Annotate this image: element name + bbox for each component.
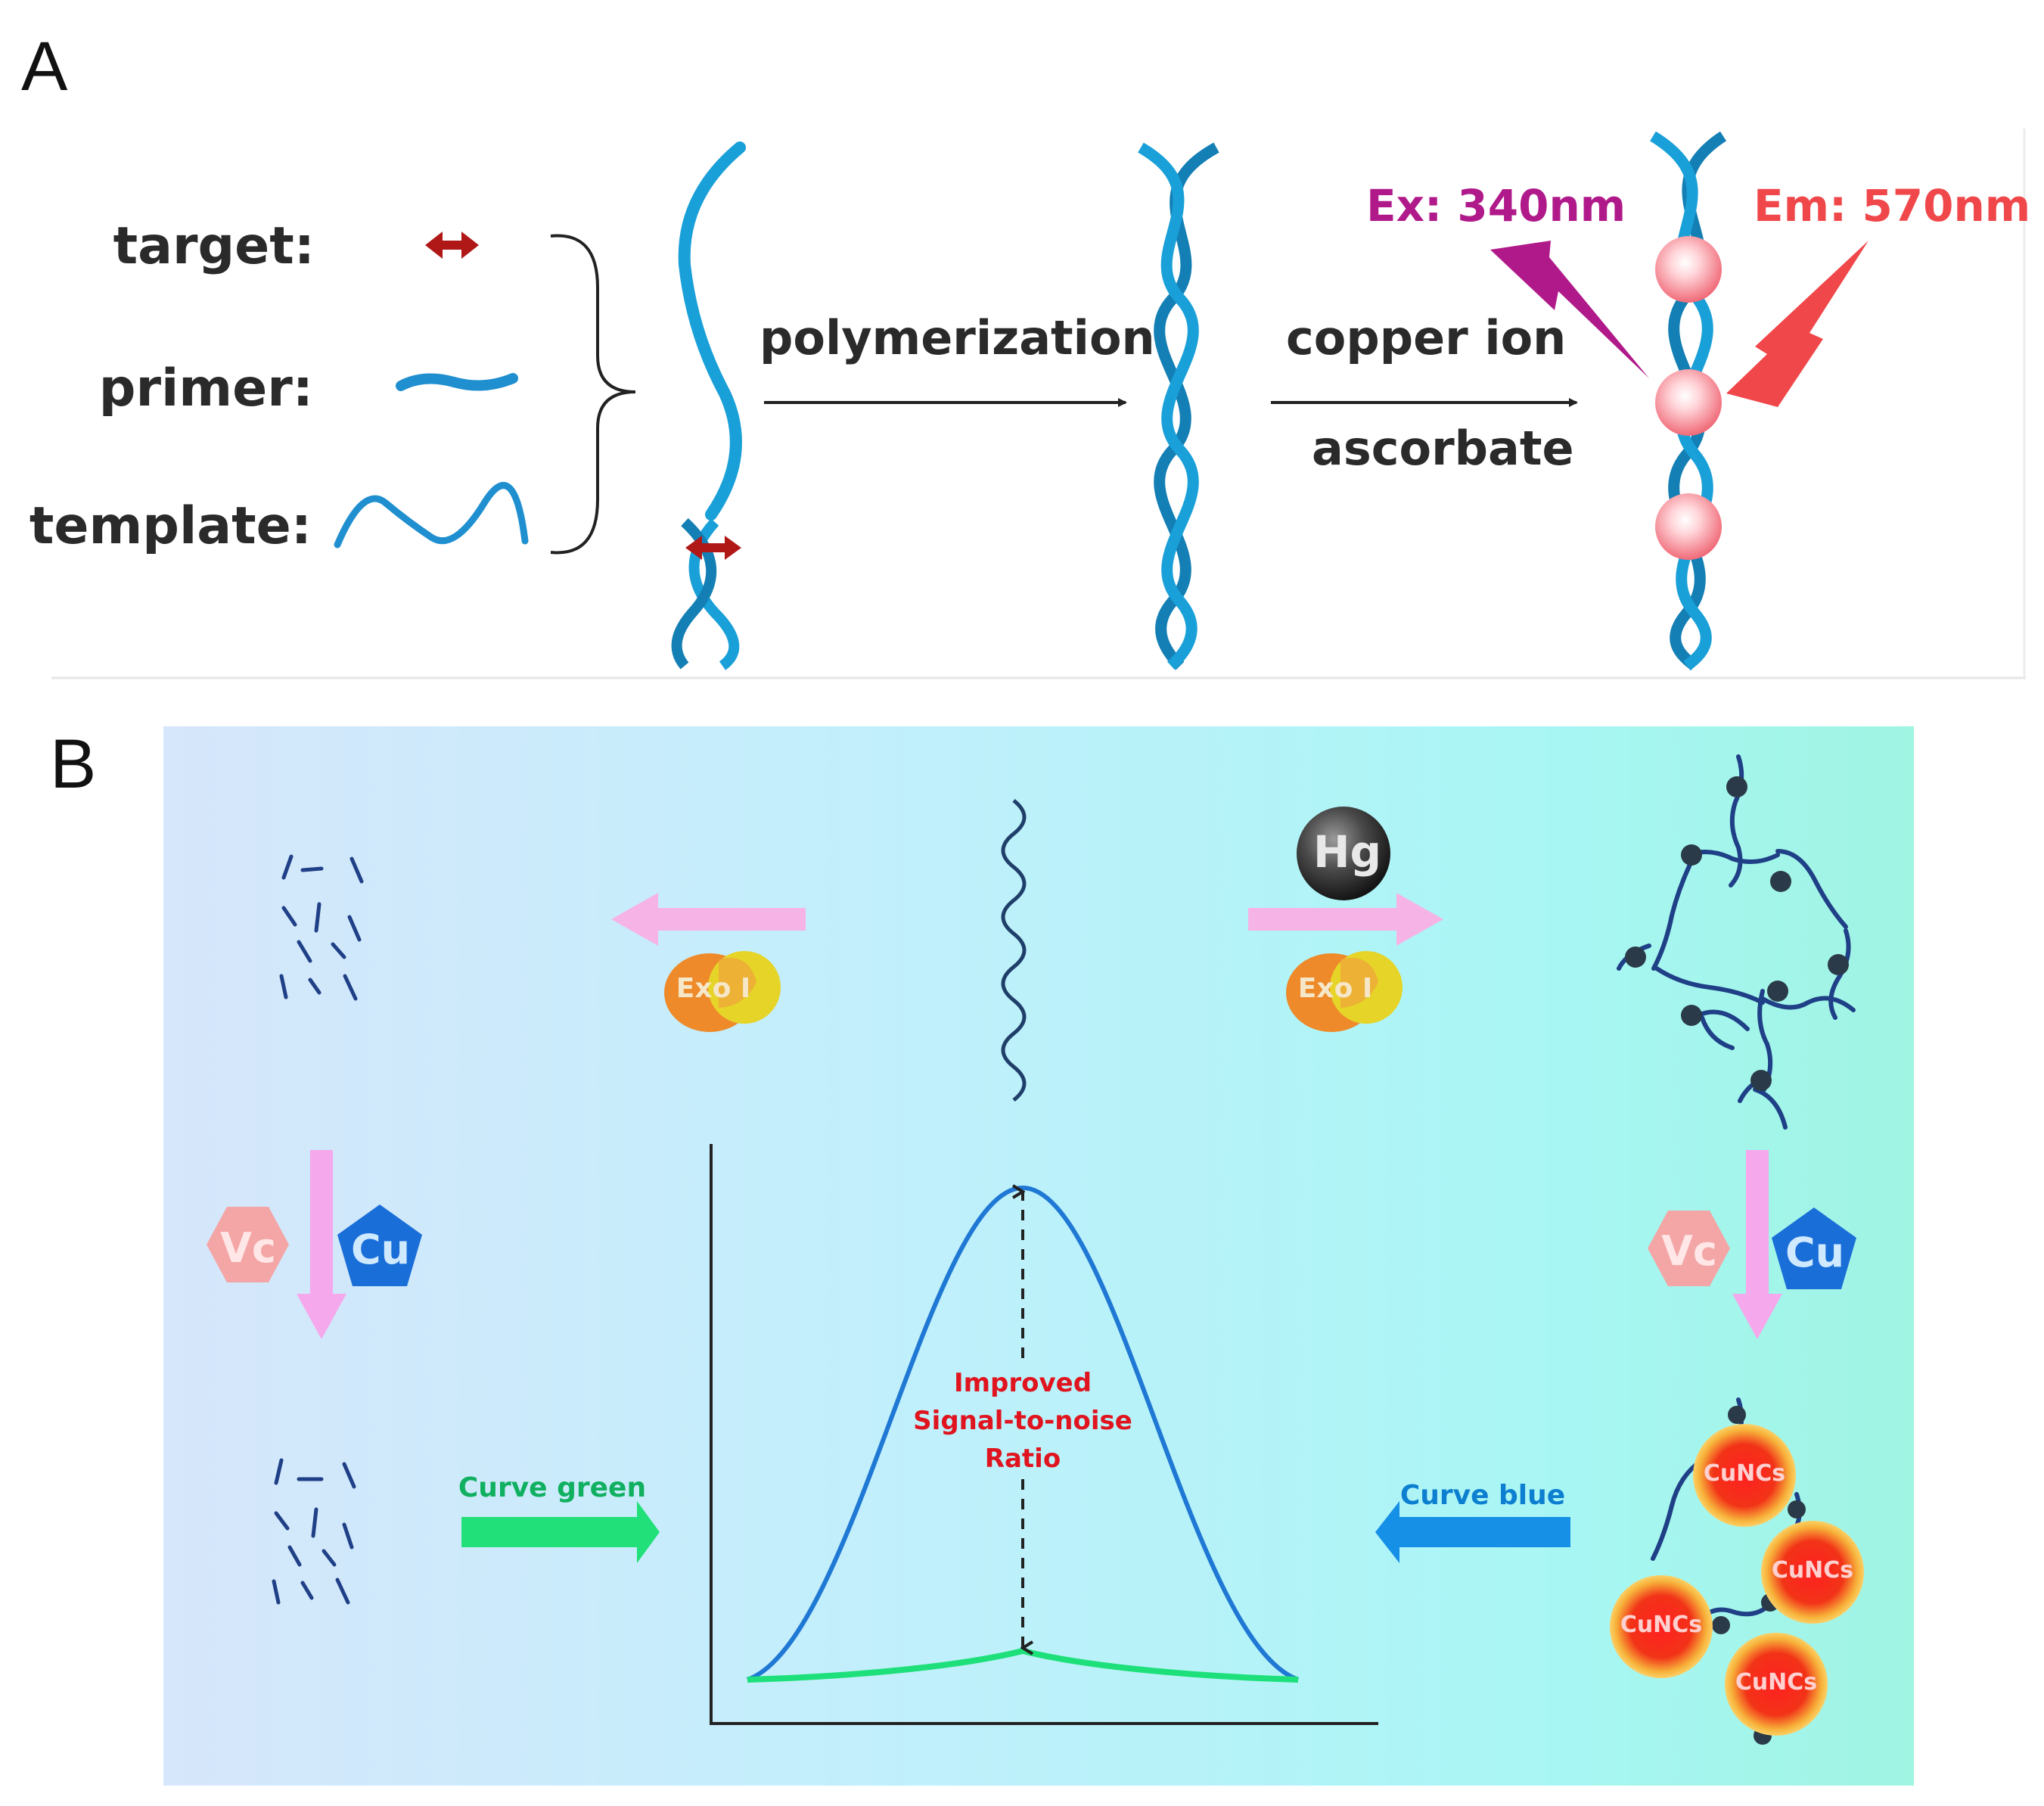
copper-cu-icon [337, 1205, 422, 1286]
copper-cu-icon [1772, 1208, 1856, 1289]
dna-fragments-top-icon [279, 854, 364, 1001]
ascorbate-vc-icon [207, 1207, 289, 1282]
excitation-bolt-icon [1490, 241, 1649, 378]
digestion-arrow-left [611, 893, 806, 946]
reduction-arrow-right [1732, 1150, 1782, 1339]
cuncs-cluster-icon [1693, 1424, 1796, 1527]
primer-template-helix [671, 141, 746, 670]
cuncs-cluster-icon [1761, 1521, 1864, 1624]
target-on-helix-icon [685, 536, 741, 560]
dna-fragments-bottom-icon [272, 1458, 356, 1605]
target-icon [425, 232, 479, 259]
curve-green-arrow [461, 1501, 660, 1563]
excitation-label: Ex: 340nm [1366, 180, 1626, 232]
ascorbate-vc-icon [1648, 1211, 1730, 1286]
exonuclease-left-label: Exo I [676, 973, 751, 1004]
snr-label-line-3: Ratio [984, 1444, 1061, 1474]
target-label: target: [113, 216, 315, 276]
snr-label-line-2: Signal-to-noise [913, 1406, 1132, 1436]
template-icon [334, 482, 529, 549]
exonuclease-right-label: Exo I [1297, 973, 1373, 1004]
cuncs-cluster-icon [1610, 1575, 1713, 1678]
vc-left-label: Vc [220, 1224, 276, 1272]
panel-b-label: B [50, 726, 97, 803]
polymerization-label: polymerization [760, 310, 1155, 365]
primer-label: primer: [98, 359, 313, 418]
mercury-ion-label: Hg [1313, 826, 1382, 878]
cuncs-cluster-icon [1725, 1633, 1828, 1736]
curve-green-label: Curve green [458, 1472, 647, 1503]
mercury-ion-icon [1297, 807, 1390, 900]
copper-ion-label: copper ion [1286, 310, 1567, 365]
cuncs-label: CuNCs [1703, 1460, 1786, 1487]
template-label: template: [29, 496, 312, 556]
ssdna-probe-icon [1001, 799, 1027, 1102]
vc-right-label: Vc [1661, 1227, 1717, 1275]
cuncs-label: CuNCs [1735, 1669, 1818, 1696]
ascorbate-label: ascorbate [1312, 421, 1574, 476]
reduction-arrow-left [297, 1150, 346, 1339]
emission-label: Em: 570nm [1754, 180, 2031, 232]
cu-left-label: Cu [350, 1226, 411, 1273]
cuncs-fluorescent-particle-icon [1655, 236, 1722, 303]
cuncs-label: CuNCs [1771, 1557, 1854, 1584]
cu-right-label: Cu [1785, 1229, 1845, 1276]
exonuclease-left-icon [664, 951, 781, 1032]
double-strand-helix [1138, 142, 1219, 670]
cuncs-fluorescent-particle-icon [1655, 369, 1722, 436]
spectrum-plot [710, 1144, 1378, 1725]
thg-network-icon [1617, 754, 1856, 1130]
exonuclease-right-icon [1286, 951, 1403, 1032]
cuncs-label: CuNCs [1620, 1612, 1703, 1638]
panel-a-label: A [21, 28, 68, 105]
snr-label-line-1: Improved [953, 1368, 1092, 1398]
curve-blue-label: Curve blue [1399, 1480, 1566, 1511]
curve-blue-arrow [1375, 1501, 1570, 1563]
protection-arrow-right [1248, 893, 1443, 946]
cuncs-fluorescent-particle-icon [1655, 493, 1722, 560]
legend-brace [550, 234, 636, 555]
primer-icon [396, 373, 518, 391]
emission-bolt-icon [1726, 241, 1868, 407]
